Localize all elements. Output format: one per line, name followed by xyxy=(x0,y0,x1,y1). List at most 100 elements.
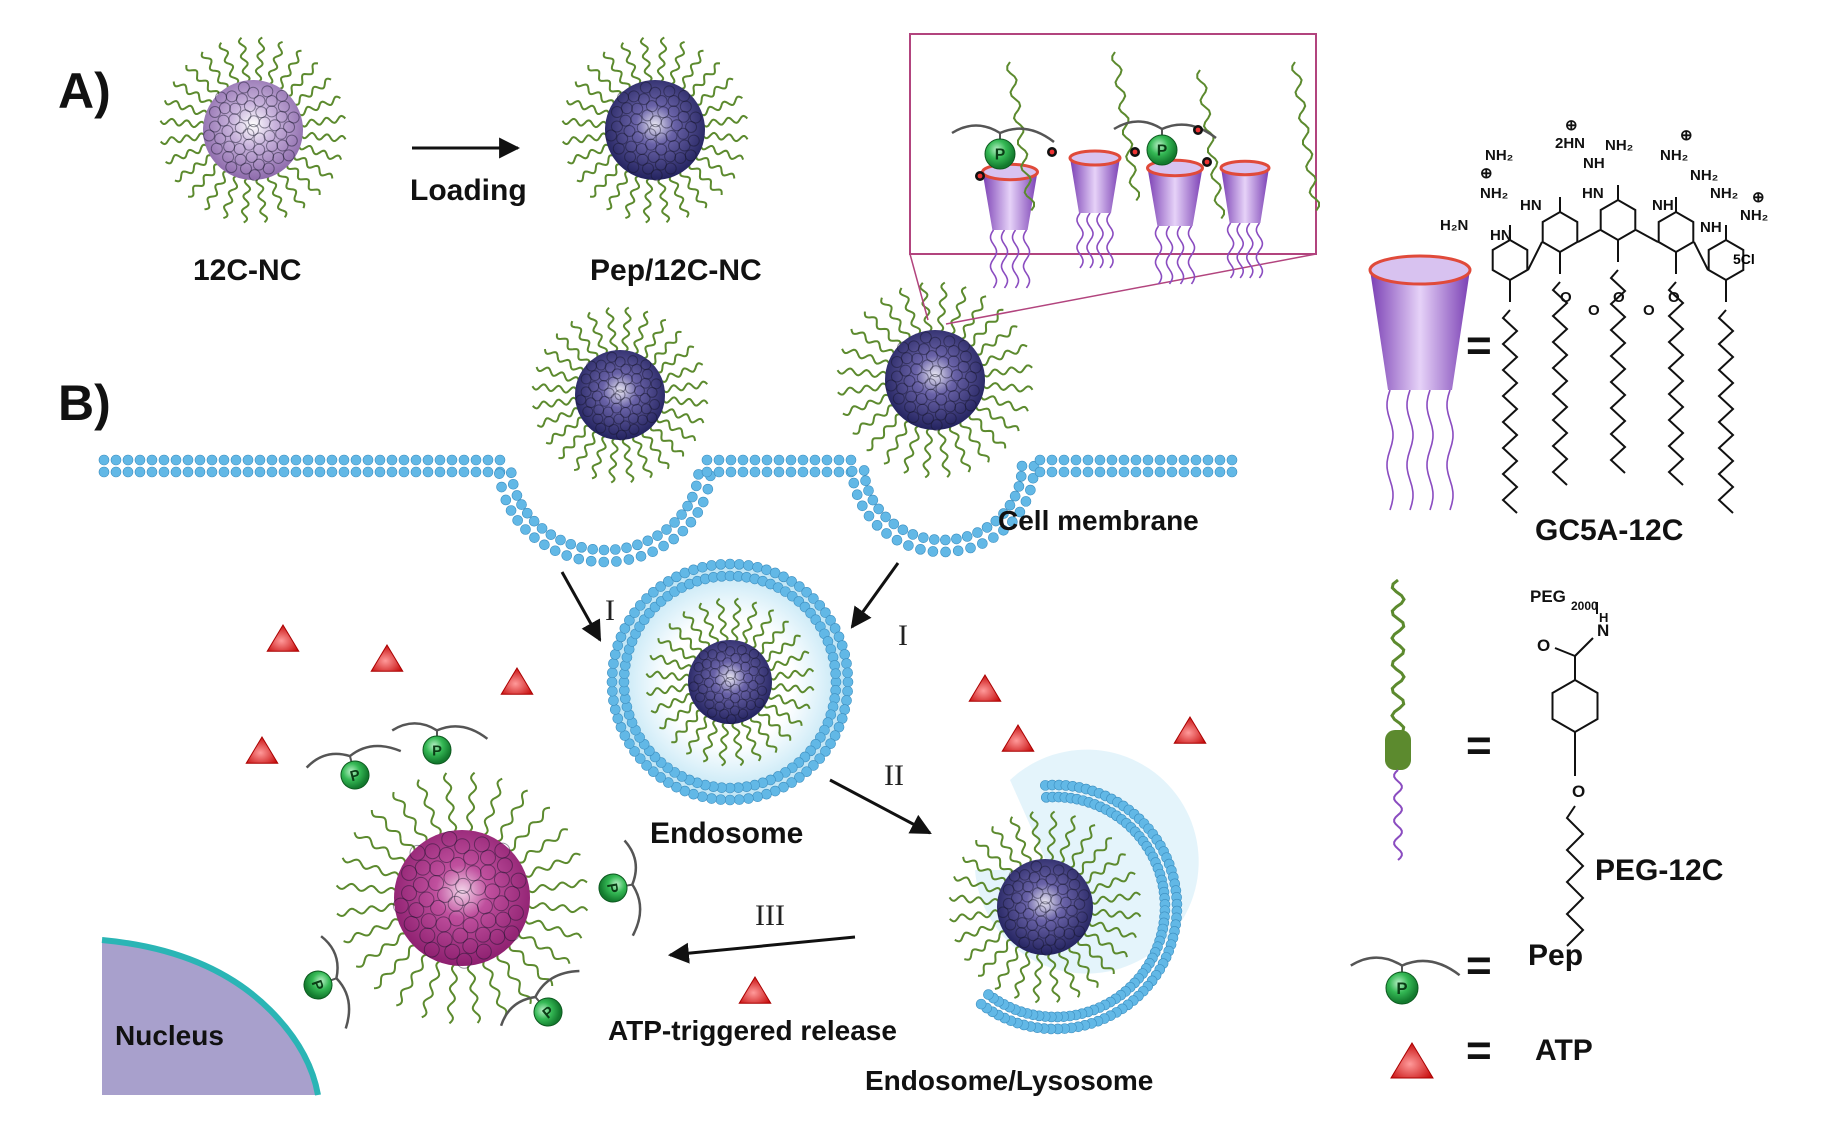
svg-text:HN: HN xyxy=(1520,197,1542,214)
atp-1 xyxy=(266,624,300,652)
svg-text:HN: HN xyxy=(1490,227,1512,244)
inset-pep-1: P xyxy=(951,124,1055,170)
legend-pep-shape: P xyxy=(1350,956,1461,1005)
endosome-label: Endosome xyxy=(650,817,803,850)
legend-peg-chain xyxy=(1385,578,1411,861)
step-3: III xyxy=(755,899,785,932)
step-2: II xyxy=(884,759,904,792)
equals-gc5a: = xyxy=(1466,321,1492,370)
svg-text:O: O xyxy=(1643,302,1655,319)
svg-text:H: H xyxy=(1599,610,1608,625)
inset-peg-3 xyxy=(1196,69,1225,220)
legend-pep: P xyxy=(1350,956,1461,1005)
atp-8 xyxy=(738,976,772,1004)
svg-text:2HN: 2HN xyxy=(1555,135,1585,152)
arrow-step3 xyxy=(667,935,856,964)
svg-text:NH: NH xyxy=(1700,219,1722,236)
peg-structure-text: PEG 2000 N H O O xyxy=(1530,587,1609,801)
peptide-5: P xyxy=(499,969,580,1027)
svg-text:NH₂: NH₂ xyxy=(1740,207,1768,224)
atp-4 xyxy=(245,736,279,764)
svg-text:P: P xyxy=(995,147,1006,164)
step-1-right: I xyxy=(898,619,908,652)
svg-text:⊕: ⊕ xyxy=(1565,117,1578,134)
nanoparticles xyxy=(159,36,1034,1025)
cell-membrane xyxy=(98,454,1238,568)
gc5a-name: GC5A-12C xyxy=(1535,514,1683,547)
legend: = 2HN NH₂ ⊕ NH HN NH₂ ⊕ NH₂ HN H₂N HN NH… xyxy=(1350,117,1768,1079)
equals-atp: = xyxy=(1466,1026,1492,1075)
pep-name: Pep xyxy=(1528,939,1583,972)
release-label: ATP-triggered release xyxy=(608,1015,897,1046)
arrow-step2 xyxy=(829,778,932,835)
legend-gc5a-cone xyxy=(1368,254,1472,511)
membrane-label: Cell membrane xyxy=(998,505,1199,536)
particle-approaching xyxy=(531,306,709,484)
atp-2 xyxy=(370,644,404,672)
atp-6 xyxy=(1001,724,1035,752)
atp-molecules xyxy=(245,624,1207,1004)
svg-text:O: O xyxy=(1613,289,1625,306)
svg-text:NH₂: NH₂ xyxy=(1660,147,1688,164)
step-1-left: I xyxy=(605,594,615,627)
svg-text:P: P xyxy=(1396,979,1407,998)
gc5a-counterion: 5Cl xyxy=(1733,251,1755,267)
loading-caption: Loading xyxy=(410,174,527,207)
svg-text:NH₂: NH₂ xyxy=(1480,185,1508,202)
svg-text:NH₂: NH₂ xyxy=(1605,137,1633,154)
nc-particle xyxy=(159,36,347,224)
inset-cone-2 xyxy=(1068,149,1122,269)
inset-peg-4 xyxy=(1291,61,1320,212)
svg-text:O: O xyxy=(1588,302,1600,319)
arrow-step1-left xyxy=(560,571,602,642)
nc-caption: 12C-NC xyxy=(193,254,301,287)
peptide-4: P xyxy=(303,935,351,1029)
svg-text:PEG: PEG xyxy=(1530,587,1566,606)
svg-text:NH₂: NH₂ xyxy=(1690,167,1718,184)
svg-text:⊕: ⊕ xyxy=(1752,189,1765,206)
peg-name: PEG-12C xyxy=(1595,854,1723,887)
legend-atp-shape xyxy=(1390,1042,1434,1079)
svg-text:P: P xyxy=(1157,143,1168,160)
pep-nc-caption: Pep/12C-NC xyxy=(590,254,762,287)
inset-peg-2 xyxy=(1111,51,1140,202)
svg-text:NH₂: NH₂ xyxy=(1710,185,1738,202)
atp-3 xyxy=(500,667,534,695)
atp-name: ATP xyxy=(1535,1034,1593,1067)
lysosome-particle xyxy=(948,810,1142,1004)
svg-text:O: O xyxy=(1668,289,1680,306)
peptide-3: P xyxy=(598,839,642,937)
lysosome-label: Endosome/Lysosome xyxy=(865,1065,1153,1096)
svg-text:⊕: ⊕ xyxy=(1680,127,1693,144)
svg-text:⊕: ⊕ xyxy=(1480,165,1493,182)
nucleus-label: Nucleus xyxy=(115,1020,224,1051)
peg-structure xyxy=(1551,602,1599,947)
legend-cone-shape xyxy=(1368,254,1472,511)
equals-peg: = xyxy=(1466,721,1492,770)
nucleus: Nucleus xyxy=(101,937,321,1096)
inset-peg-1 xyxy=(1006,61,1035,212)
arrow-step1-right xyxy=(850,562,900,629)
peptide-1: P xyxy=(305,744,402,790)
arrows xyxy=(412,137,932,964)
svg-text:NH: NH xyxy=(1652,197,1674,214)
svg-text:N: N xyxy=(1597,621,1609,640)
particle-binding xyxy=(836,281,1034,479)
svg-text:NH: NH xyxy=(1583,155,1605,172)
svg-text:P: P xyxy=(603,882,620,895)
inset-cone-4 xyxy=(1219,159,1271,279)
svg-text:H₂N: H₂N xyxy=(1440,217,1468,234)
equals-pep: = xyxy=(1466,941,1492,990)
svg-text:HN: HN xyxy=(1582,185,1604,202)
lysosome-vesicle xyxy=(948,749,1199,1035)
peptide-2: P xyxy=(391,722,489,765)
pep-nc-particle xyxy=(561,36,749,224)
endosome-particle xyxy=(645,597,815,767)
gc5a-structure-text: 2HN NH₂ ⊕ NH HN NH₂ ⊕ NH₂ HN H₂N HN NH₂ … xyxy=(1440,117,1768,319)
svg-text:NH₂: NH₂ xyxy=(1485,147,1513,164)
endosome-vesicle xyxy=(606,558,854,806)
svg-text:O: O xyxy=(1572,782,1585,801)
released-particle xyxy=(335,771,589,1025)
